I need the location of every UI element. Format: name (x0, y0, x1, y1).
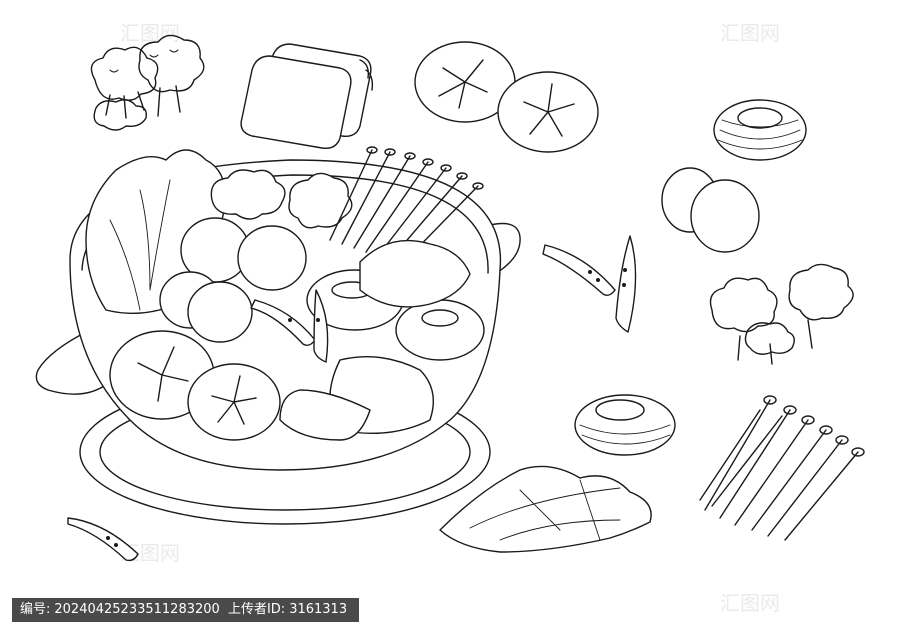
shiitake-mushrooms-top (414, 41, 599, 153)
hotpot-ingredients (85, 146, 485, 441)
watermark: 汇图网 (120, 21, 180, 45)
tofu-slices (240, 43, 374, 149)
image-info-bar: 编号:20240425233511283200 上传者ID:3161313 (12, 598, 360, 622)
watermark: 汇图网 (720, 591, 780, 615)
watermark: 汇图网 (720, 21, 780, 45)
uploader-id-label: 上传者ID: (227, 602, 286, 617)
lettuce-leaves (439, 465, 652, 553)
watermark-group: 汇图网 汇图网 汇图网 汇图网 汇图网 (120, 21, 780, 615)
corn-slice-lower (574, 394, 676, 456)
enoki-mushrooms (699, 395, 865, 541)
broccoli-right (709, 263, 854, 365)
corn-slices-right (713, 99, 807, 161)
radish-slices (661, 167, 760, 253)
chili-pepper-bottom-left (67, 517, 139, 562)
image-id-label: 编号: (20, 602, 51, 617)
broccoli-top-left (90, 34, 205, 131)
uploader-id-value: 3161313 (289, 602, 348, 617)
chili-peppers-middle (542, 235, 637, 333)
image-id-value: 20240425233511283200 (54, 602, 220, 617)
